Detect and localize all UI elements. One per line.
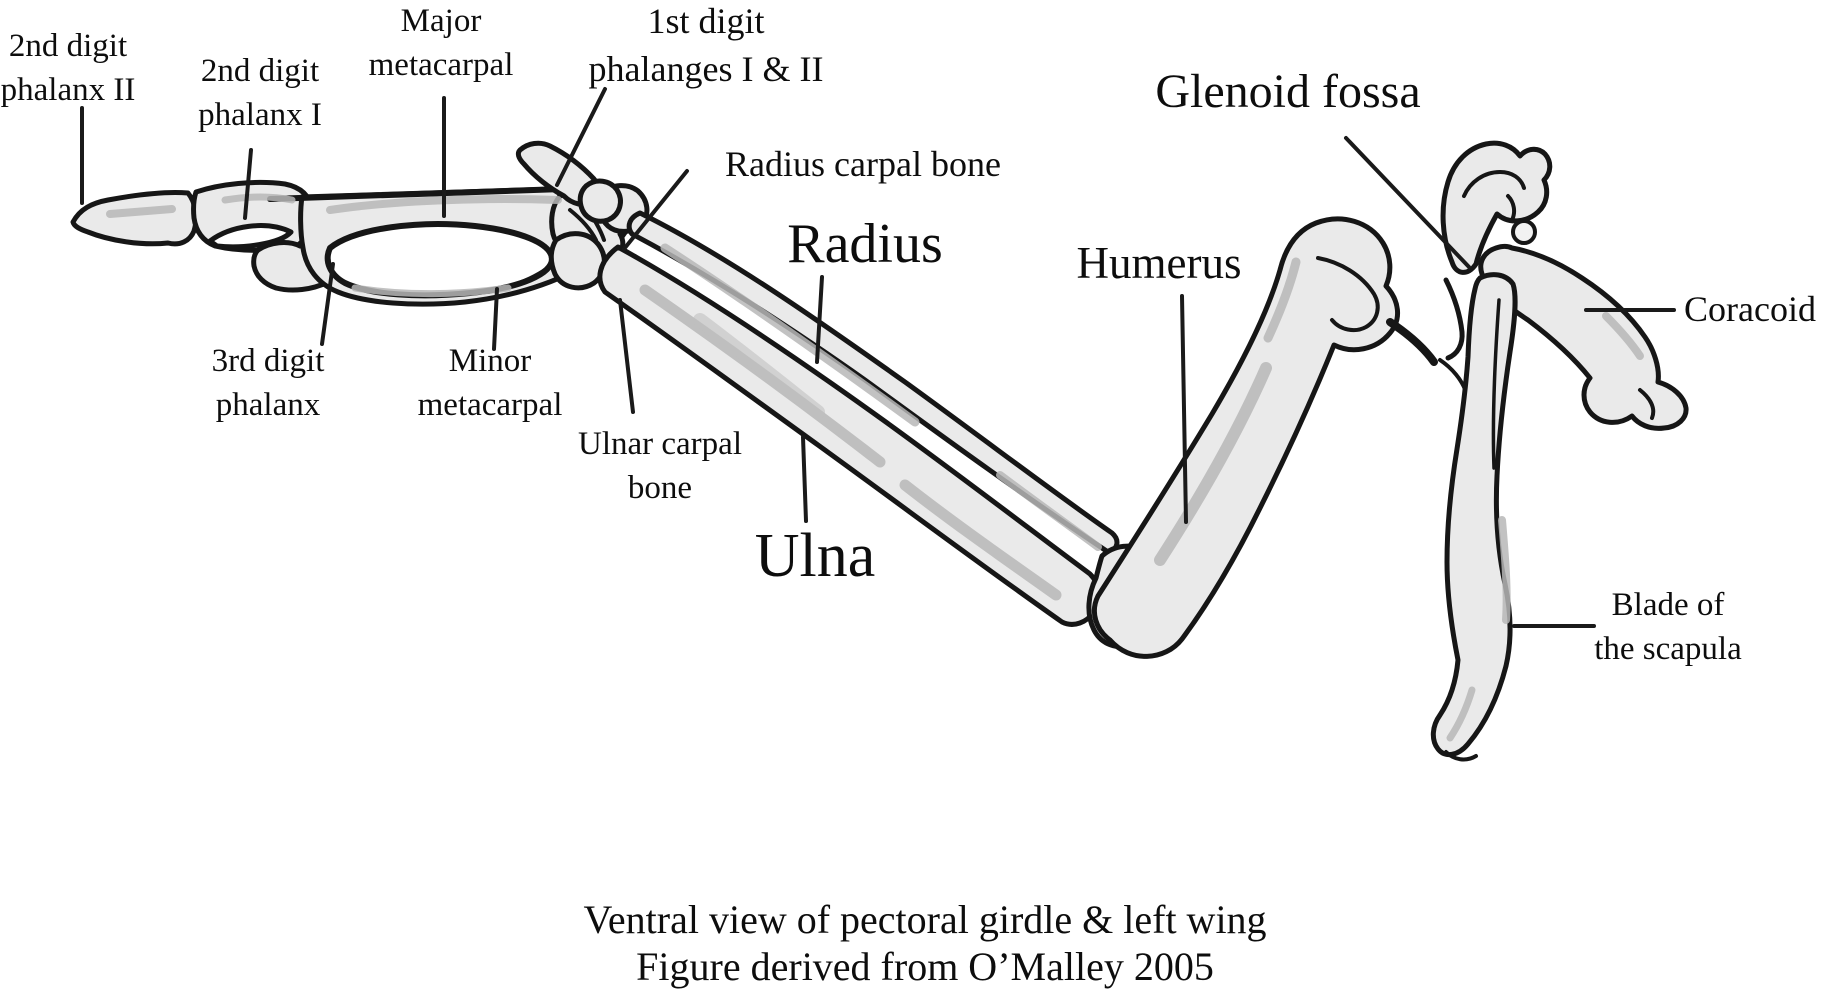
label-coracoid: Coracoid — [1684, 289, 1816, 329]
bone-acromion-detail — [1462, 170, 1526, 222]
bone-acromion-hook — [1440, 140, 1553, 275]
leader-radius-carpal — [622, 169, 689, 251]
leader-radius — [815, 275, 824, 364]
leader-1st-digit — [555, 87, 607, 187]
leader-3rd-digit — [320, 262, 335, 346]
bone-1st-digit-knob — [577, 178, 623, 224]
caption-line-1: Ventral view of pectoral girdle & left w… — [583, 897, 1267, 942]
bone-scapula-inner-line — [1491, 298, 1501, 470]
bone-2nd-digit-phalanx-1-gap — [207, 223, 294, 250]
bone-coracoid-foot-detail — [1638, 388, 1656, 420]
label-glenoid-fossa: Glenoid fossa — [1155, 65, 1421, 118]
label-radius: Radius — [787, 213, 943, 275]
label-humerus: Humerus — [1076, 238, 1242, 288]
bone-glenoid-fossa — [1443, 277, 1465, 361]
bone-scapula-tip-detail — [1444, 750, 1478, 762]
bone-humerus-head-detail — [1316, 256, 1380, 333]
leader-minor-metacarpal — [492, 287, 499, 351]
leader-glenoid-fossa — [1344, 136, 1471, 269]
bone-shading — [106, 193, 1644, 742]
label-radius-carpal-bone: Radius carpal bone — [725, 144, 1001, 184]
bone-glenoid-contact — [1386, 318, 1438, 366]
bone-girdle-group — [1430, 140, 1689, 762]
figure-caption: Ventral view of pectoral girdle & left w… — [583, 896, 1266, 990]
label-ulna: Ulna — [754, 522, 876, 590]
leader-lines — [80, 87, 1676, 628]
bone-hand-group — [70, 140, 650, 307]
bone-coracoid-knob — [1511, 219, 1537, 245]
leader-humerus — [1180, 294, 1188, 524]
bone-2nd-digit-phalanx-2 — [70, 190, 199, 247]
leader-ulnar-carpal — [618, 298, 635, 414]
bone-ulnar-carpal — [548, 231, 607, 291]
leader-ulna — [801, 435, 808, 523]
caption-line-2: Figure derived from O’Malley 2005 — [636, 944, 1214, 990]
bone-glenoid-fossa-lower — [1438, 358, 1468, 394]
leader-2nd-digit-phalanx-1 — [243, 148, 253, 220]
bone-scapula — [1430, 272, 1518, 758]
bone-coracoid — [1478, 244, 1689, 431]
